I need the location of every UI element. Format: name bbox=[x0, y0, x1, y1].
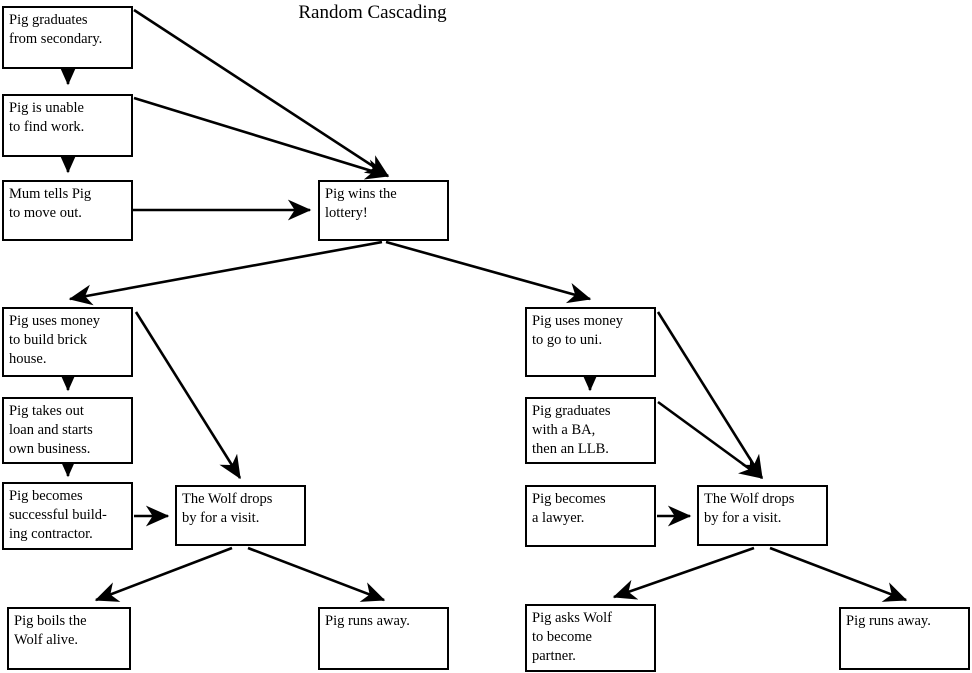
flow-node-n8[interactable]: The Wolf drops by for a visit. bbox=[175, 485, 306, 546]
edge-n1-to-n4 bbox=[133, 8, 390, 178]
flow-node-n12[interactable]: Pig graduates with a BA, then an LLB. bbox=[525, 397, 656, 464]
flow-node-n3[interactable]: Mum tells Pig to move out. bbox=[2, 180, 133, 241]
edge-n11-to-n14 bbox=[656, 311, 764, 480]
flow-node-n15[interactable]: Pig asks Wolf to become partner. bbox=[525, 604, 656, 672]
edge-n5-to-n8 bbox=[134, 311, 242, 480]
flow-node-n6[interactable]: Pig takes out loan and starts own busine… bbox=[2, 397, 133, 464]
edge-n4-to-n11 bbox=[385, 240, 592, 304]
flow-node-n2[interactable]: Pig is unable to find work. bbox=[2, 94, 133, 157]
flow-node-n14[interactable]: The Wolf drops by for a visit. bbox=[697, 485, 828, 546]
edge-n14-to-n16 bbox=[769, 546, 908, 602]
edge-n14-to-n15 bbox=[612, 546, 755, 600]
flow-node-n9[interactable]: Pig boils the Wolf alive. bbox=[7, 607, 131, 670]
edge-n2-to-n4 bbox=[133, 96, 390, 180]
edge-n8-to-n10 bbox=[247, 546, 386, 602]
flow-node-n10[interactable]: Pig runs away. bbox=[318, 607, 449, 670]
flow-node-n13[interactable]: Pig becomes a lawyer. bbox=[525, 485, 656, 547]
edge-n8-to-n9 bbox=[94, 546, 233, 602]
edge-n4-to-n5 bbox=[68, 240, 383, 306]
edge-n12-to-n14 bbox=[657, 400, 764, 480]
flow-node-n1[interactable]: Pig graduates from secondary. bbox=[2, 6, 133, 69]
flow-node-n4[interactable]: Pig wins the lottery! bbox=[318, 180, 449, 241]
flow-node-n16[interactable]: Pig runs away. bbox=[839, 607, 970, 670]
flow-node-n5[interactable]: Pig uses money to build brick house. bbox=[2, 307, 133, 377]
flow-node-n7[interactable]: Pig becomes successful build- ing contra… bbox=[2, 482, 133, 550]
flow-node-n11[interactable]: Pig uses money to go to uni. bbox=[525, 307, 656, 377]
